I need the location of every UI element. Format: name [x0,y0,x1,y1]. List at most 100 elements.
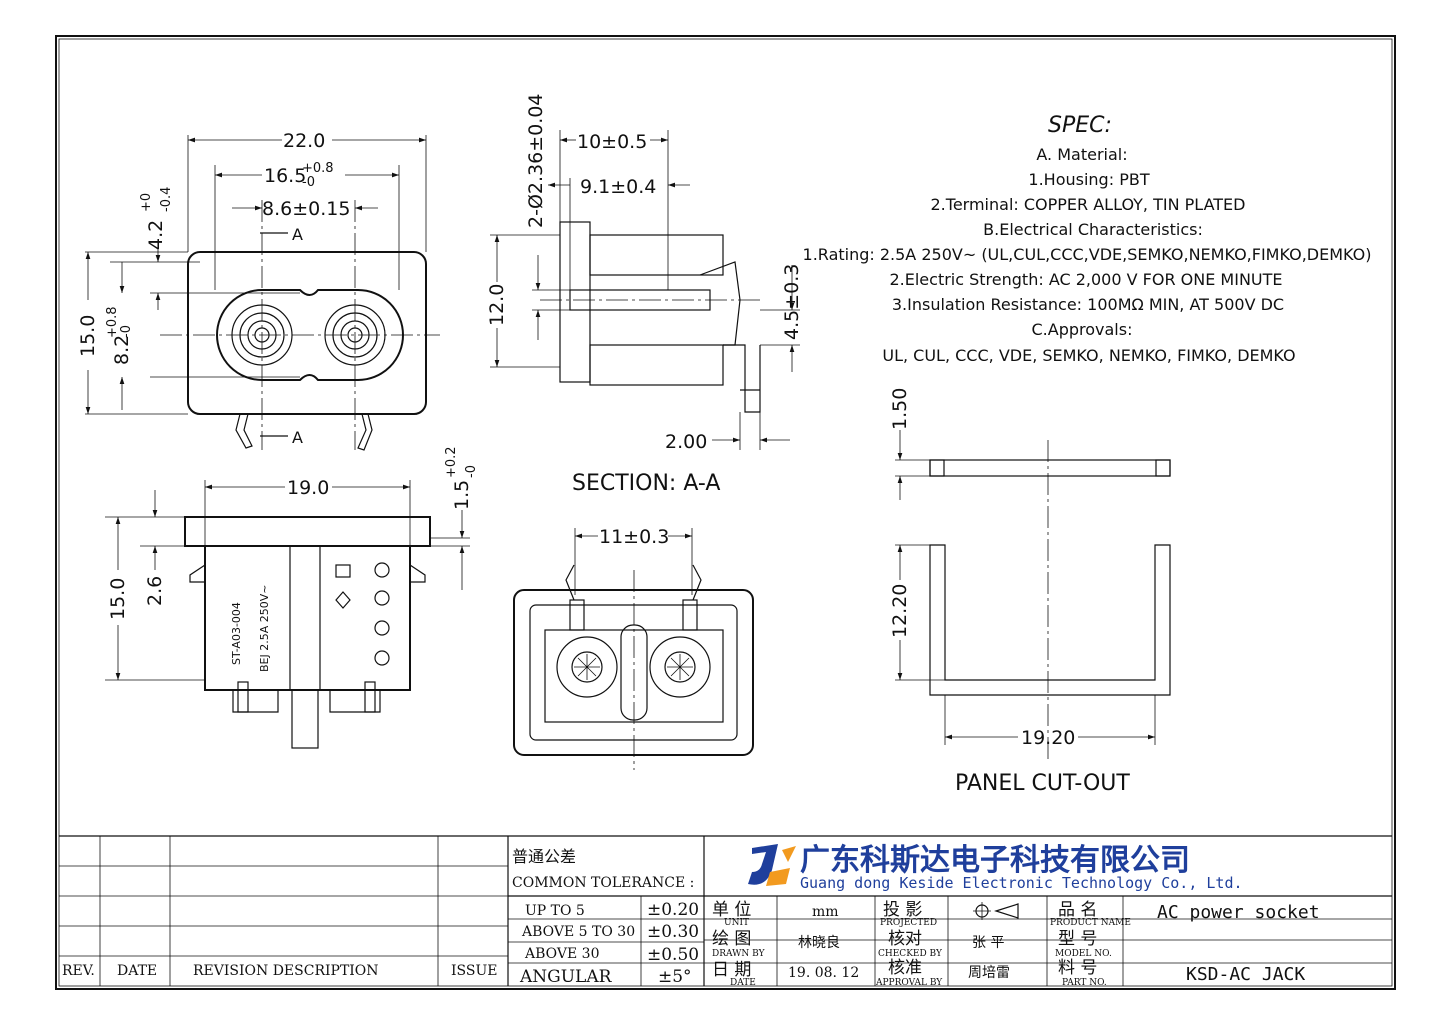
part-en: PART NO. [1062,978,1107,988]
side-dim-width: 19.0 [287,477,329,499]
product-name-value: AC power socket [1157,902,1320,923]
section-dim-terminal-offset: 2.00 [665,431,707,453]
date-value: 19. 08. 12 [788,965,859,981]
dim-width-inner: 16.5 [264,165,306,187]
bottom-dim-pin-pitch: 11±0.3 [599,526,669,548]
dim-pin-spacing: 8.6±0.15 [262,198,350,220]
spec-line: 1.Housing: PBT [1028,170,1149,189]
dim-top-offset-tol-top: +0 [139,193,154,212]
section-caption: SECTION: A-A [572,471,720,496]
side-dim-lip-tol-top: +0.2 [444,446,459,478]
company-name-cn: 广东科斯达电子科技有限公司 [800,843,1190,878]
tol-range-3: ABOVE 30 [524,946,599,962]
panel-dim-thickness: 1.50 [889,388,911,430]
projected-en: PROJECTED [880,918,937,928]
approval-mark-icon [374,620,390,636]
panel-cutout: 1.50 12.20 19.20 PANEL CUT-OUT [889,388,1171,796]
section-dim-hole: 2-Ø2.36±0.04 [525,94,547,228]
checked-value: 张 平 [972,935,1004,951]
dim-width-total: 22.0 [283,130,325,152]
side-dim-height: 15.0 [107,578,129,620]
tol-range-2: ABOVE 5 TO 30 [521,924,635,940]
date-header: DATE [117,963,157,979]
dim-height-inner: 8.2 [111,335,133,365]
panel-dim-height: 12.20 [889,584,911,638]
approval-mark-icon [374,590,390,606]
side-dim-lip-tol-bottom: -0 [464,465,479,478]
inner-border [58,38,1393,987]
tol-value-4: ±5° [658,967,692,987]
side-marking-1: ST-A03-004 [230,602,243,665]
model-en: MODEL NO. [1055,949,1112,959]
outer-border [55,35,1396,990]
spec-line: 3.Insulation Resistance: 100MΩ MIN, AT 5… [892,295,1284,314]
date-cn: 日 期 [712,960,751,980]
date-en: DATE [730,978,756,988]
revision-description-header: REVISION DESCRIPTION [193,963,379,979]
side-dim-flange: 2.6 [144,576,166,606]
tol-value-3: ±0.50 [647,945,699,965]
issue-header: ISSUE [451,963,497,979]
title-block: REV. DATE REVISION DESCRIPTION ISSUE 普通公… [59,835,1392,988]
front-view: 22.0 16.5 +0.8 -0 8.6±0.15 A A 15.0 8.2 … [77,130,440,451]
tol-value-2: ±0.30 [647,922,699,942]
bottom-view: 11±0.3 [513,526,754,770]
side-dim-lip: 1.5 [451,480,473,510]
company-logo-icon [748,844,796,886]
drawn-en: DRAWN BY [712,949,766,959]
part-value: KSD-AC JACK [1186,964,1305,985]
checked-en: CHECKED BY [878,949,943,959]
tol-range-1: UP TO 5 [525,903,585,919]
approval-mark-icon [374,650,390,666]
section-dim-terminal: 4.5±0.3 [781,264,803,340]
dim-width-inner-tol-bottom: -0 [302,175,315,190]
tol-range-4: ANGULAR [519,967,613,987]
drawn-value: 林晓良 [798,935,840,951]
projection-symbol-icon [973,902,1019,920]
approval-mark-icon [335,591,351,609]
spec-line: 1.Rating: 2.5A 250V~ (UL,CUL,CCC,VDE,SEM… [803,245,1372,264]
dim-height-inner-tol-top: +0.8 [105,306,120,338]
spec-title: SPEC: [1048,113,1112,138]
section-mark-bottom: A [292,428,303,447]
approval-en: APPROVAL BY [875,978,943,988]
panel-dim-width: 19.20 [1021,727,1075,749]
section-view: 10±0.5 9.1±0.4 2-Ø2.36±0.04 12.0 4.5±0.3… [486,94,803,496]
dim-height-inner-tol-bottom: -0 [119,325,134,338]
checked-cn: 核对 [888,929,922,949]
unit-en: UNIT [724,918,749,928]
approval-mark-icon [335,564,351,578]
model-cn: 型 号 [1058,929,1097,949]
spec-line: UL, CUL, CCC, VDE, SEMKO, NEMKO, FIMKO, … [882,346,1295,365]
section-dim-depth-outer: 10±0.5 [577,131,647,153]
tolerance-cn: 普通公差 [512,847,576,866]
approval-mark-icon [374,562,390,578]
approval-value: 周培雷 [968,965,1010,981]
spec-line: A. Material: [1036,145,1127,164]
spec-line: B.Electrical Characteristics: [983,220,1203,239]
dim-width-inner-tol-top: +0.8 [302,161,334,176]
spec-line: C.Approvals: [1032,320,1133,339]
side-marking-2: BEJ 2.5A 250V~ [258,585,271,673]
tol-value-1: ±0.20 [647,900,699,920]
spec-line: 2.Terminal: COPPER ALLOY, TIN PLATED [931,195,1246,214]
rev-header: REV. [62,963,95,979]
part-cn: 料 号 [1058,958,1097,978]
unit-cn: 单 位 [712,900,751,920]
approval-cn: 核准 [888,958,922,978]
dim-top-offset-tol-bottom: -0.4 [159,187,174,212]
drawn-cn: 绘 图 [712,929,751,949]
side-view: ST-A03-004 BEJ 2.5A 250V~ 19.0 15.0 2.6 … [105,446,479,749]
panel-caption: PANEL CUT-OUT [955,771,1130,796]
projected-cn: 投 影 [883,900,922,920]
section-mark-top: A [292,225,303,244]
company-name-en: Guang dong Keside Electronic Technology … [800,874,1243,892]
tolerance-en: COMMON TOLERANCE : [512,875,694,891]
dim-height-total: 15.0 [77,315,99,357]
section-dim-depth-inner: 9.1±0.4 [580,176,656,198]
product-name-en: PRODUCT NAME [1050,918,1131,928]
spec-line: 2.Electric Strength: AC 2,000 V FOR ONE … [889,270,1282,289]
spec-block: SPEC: A. Material: 1.Housing: PBT 2.Term… [803,113,1372,365]
unit-value: mm [812,904,839,920]
